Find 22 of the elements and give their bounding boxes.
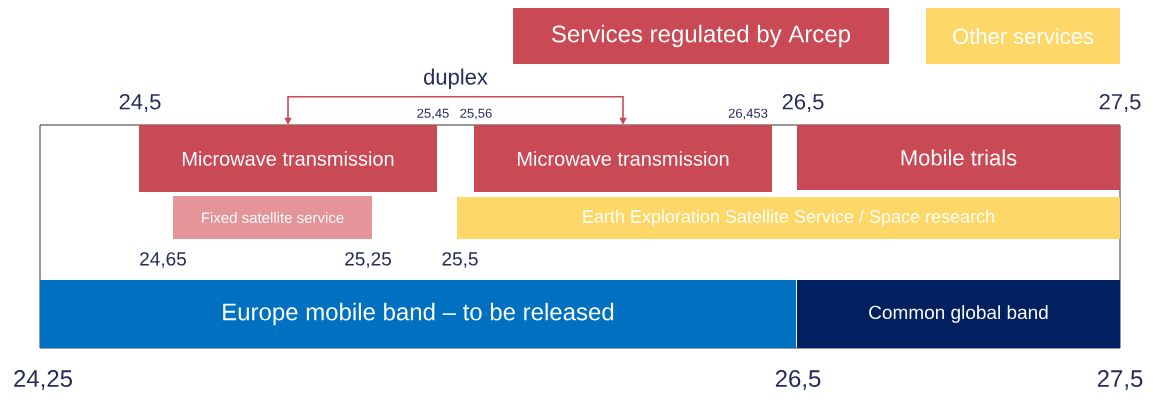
band-box: Common global band [797,280,1120,348]
legend-key: Other services [926,8,1120,64]
frequency-label: 25,5 [442,252,478,268]
frequency-label: 26,5 [775,370,821,390]
band-box: Fixed satellite service [173,196,372,239]
frequency-label: 26,453 [728,108,768,120]
band-box: Earth Exploration Satellite Service / Space research [457,197,1120,239]
frequency-label: 24,65 [140,252,186,268]
edge-label: duplex [424,68,488,90]
frequency-label: 25,25 [345,252,391,268]
band-box: Mobile trials [797,125,1120,190]
legend-key: Services regulated by Arcep [513,8,889,64]
frequency-label: 24,25 [14,370,72,390]
frequency-label: 26,5 [782,93,824,113]
band-box: Europe mobile band – to be released [40,280,796,348]
frequency-label: 27,5 [1097,370,1143,390]
frequency-label: 24,5 [119,93,161,113]
frequency-label: 27,5 [1099,93,1141,113]
frequency-label: 25,56 [460,108,492,120]
band-box: Microwave transmission [139,125,437,192]
band-box: Microwave transmission [474,125,772,192]
frequency-label: 25,45 [417,108,449,120]
